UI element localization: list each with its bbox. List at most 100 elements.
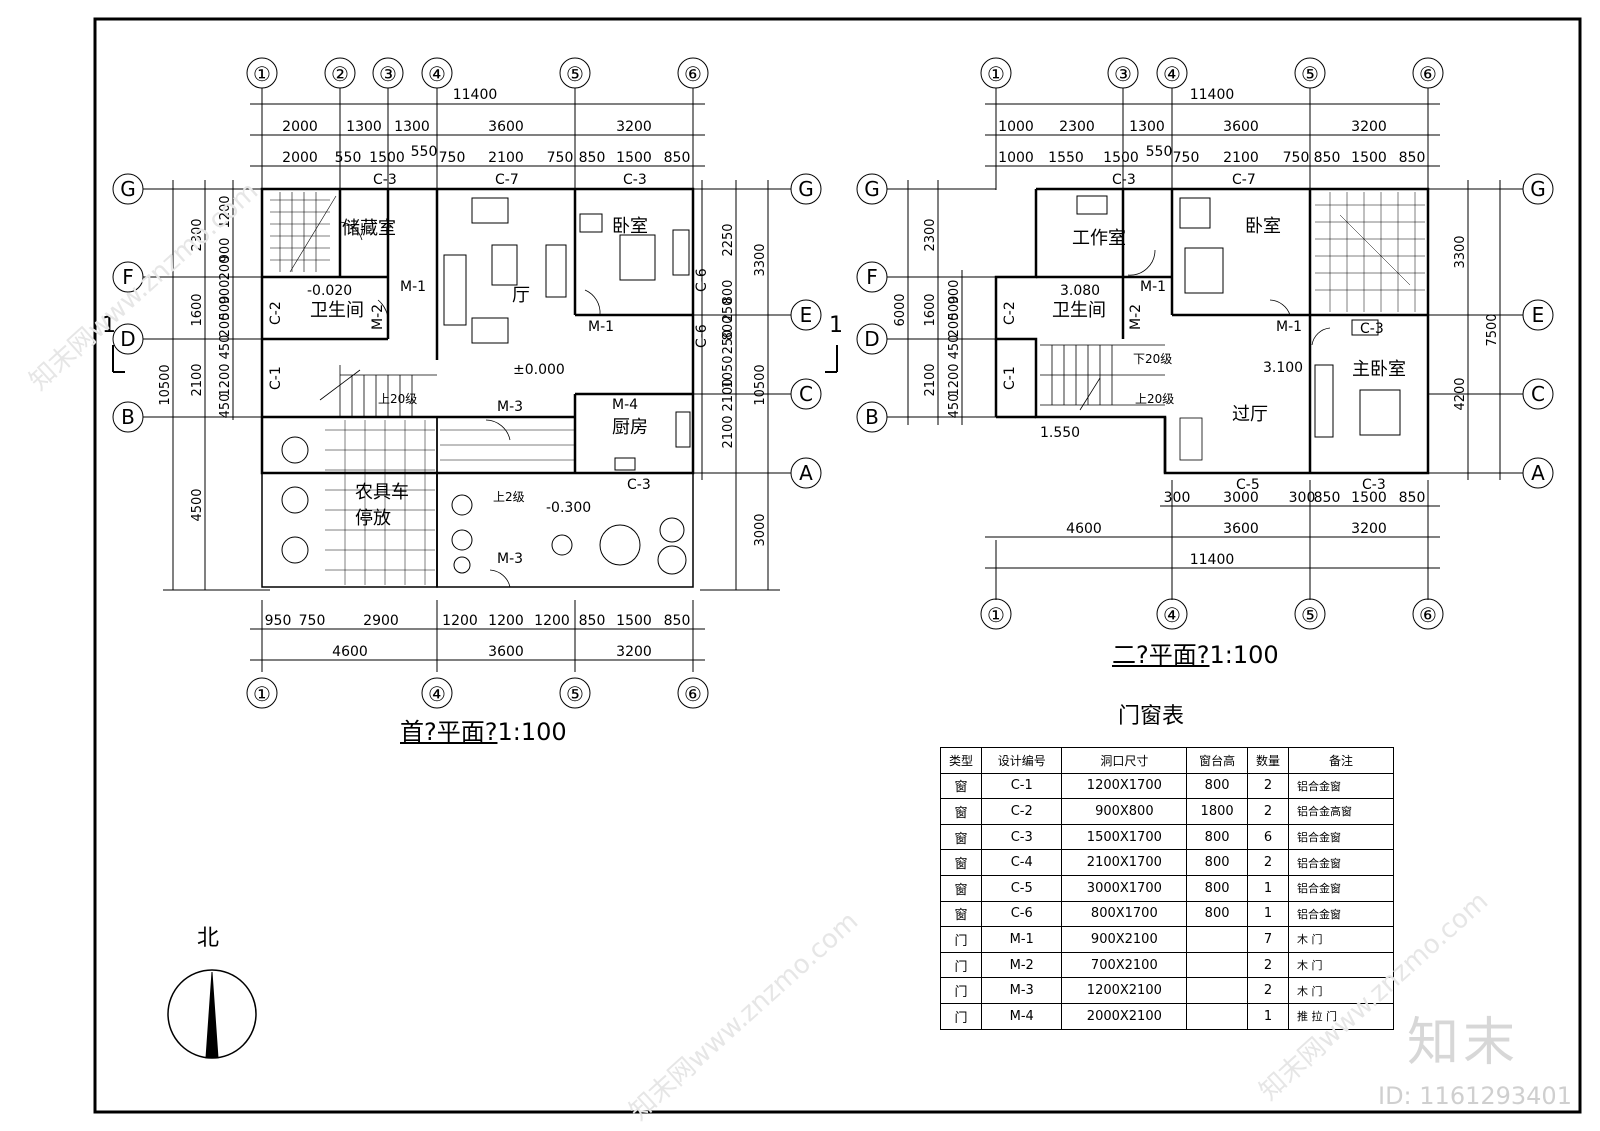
dim: 3300 — [753, 243, 768, 276]
table-cell: 窗 — [939, 823, 983, 851]
dim: 750 — [299, 613, 326, 629]
dim: 1500 — [1351, 490, 1387, 506]
dim: 950 — [265, 613, 292, 629]
axis-label: E — [1532, 303, 1545, 327]
dim: 2100 — [721, 378, 736, 411]
dim: 1200 — [218, 363, 233, 396]
dim: 1500 — [616, 150, 652, 166]
table-cell: 2 — [1246, 977, 1289, 1004]
dim: 800 — [721, 316, 736, 341]
dim: 1300 — [394, 119, 430, 135]
dim: 1500 — [369, 150, 405, 166]
table-cell: 1200X1700 — [1061, 772, 1188, 800]
stair-label: 下20级 — [1133, 352, 1172, 366]
dim: 450 — [947, 335, 962, 360]
dim: 2000 — [282, 150, 318, 166]
table-cell: 800 — [1186, 823, 1248, 851]
stair-label: 上2级 — [493, 490, 525, 504]
dim: 4600 — [332, 644, 368, 660]
watermark-id: ID: 1161293401 — [1378, 1082, 1572, 1110]
dim: 900 — [218, 280, 233, 305]
dim: 450 — [218, 394, 233, 419]
room-label: 主卧室 — [1352, 359, 1406, 380]
table-cell: M-4 — [981, 1002, 1063, 1030]
table-cell: 1800 — [1186, 798, 1248, 825]
table-cell: C-5 — [981, 874, 1063, 902]
watermark-logo: 知末 — [1407, 1013, 1520, 1073]
dim: 200 — [218, 256, 233, 281]
plan1-axis-top: ① ② ③ ④ ⑤ ⑥ — [246, 57, 709, 89]
table-cell: 1 — [1246, 874, 1289, 902]
dim: 1200 — [488, 613, 524, 629]
door-label: M-4 — [612, 397, 638, 413]
dim: 1050 — [721, 355, 736, 388]
table-cell: M-3 — [981, 977, 1063, 1004]
room-label: 工作室 — [1072, 228, 1126, 249]
dim: 3200 — [616, 119, 652, 135]
dim: 850 — [1399, 490, 1426, 506]
axis-label: ⑥ — [684, 682, 702, 706]
window-label: C-3 — [1112, 172, 1136, 188]
dim: 1300 — [1129, 119, 1165, 135]
plan1-title: 首?平面?1:100 — [400, 712, 567, 747]
window-label: C-3 — [1362, 477, 1386, 493]
window-label: C-6 — [694, 268, 710, 292]
ground-floor-plan: ① ② ③ ④ ⑤ ⑥ 11400 2000 1300 1300 3600 32… — [102, 57, 843, 709]
dim: 850 — [1399, 150, 1426, 166]
axis-label: ③ — [1114, 62, 1132, 86]
table-cell: 800X1700 — [1061, 900, 1188, 928]
axis-label: ⑥ — [1419, 62, 1437, 86]
table-cell: 2 — [1246, 772, 1289, 800]
room-label: 储藏室 — [342, 218, 396, 239]
table-cell: C-4 — [981, 849, 1063, 876]
table-cell: 铝合金窗 — [1287, 849, 1395, 876]
plan2-title: 二?平面?1:100 — [1112, 635, 1279, 670]
table-cell — [1186, 977, 1248, 1004]
col-header: 数量 — [1246, 747, 1289, 774]
table-cell: 2100X1700 — [1061, 849, 1188, 876]
table-cell: 铝合金窗 — [1287, 874, 1395, 902]
col-header: 窗台高 — [1186, 747, 1248, 774]
dim: 1500 — [1351, 150, 1387, 166]
level-label: ±0.000 — [513, 362, 565, 378]
dim: 200 — [218, 313, 233, 338]
axis-label: D — [864, 327, 879, 351]
room-label: 厅 — [512, 285, 530, 306]
table-cell: C-1 — [981, 772, 1063, 800]
axis-label: ④ — [1163, 603, 1181, 627]
col-header: 类型 — [939, 747, 983, 774]
dim: 2300 — [1059, 119, 1095, 135]
window-label: C-3 — [373, 172, 397, 188]
table-cell: 6 — [1246, 823, 1289, 851]
dim: 1300 — [346, 119, 382, 135]
dim: 4600 — [1066, 521, 1102, 537]
dim: 1200 — [947, 363, 962, 396]
axis-label: C — [1531, 382, 1545, 406]
table-cell: 900X2100 — [1061, 926, 1188, 953]
level-label: -0.020 — [307, 283, 352, 299]
table-cell: M-2 — [981, 951, 1063, 979]
level-label: -0.300 — [546, 500, 591, 516]
dim: 750 — [439, 150, 466, 166]
axis-label: ③ — [379, 62, 397, 86]
dim-total: 7500 — [1485, 313, 1500, 346]
table-cell: 门 — [939, 951, 983, 979]
dim: 1600 — [923, 293, 938, 326]
dim: 4200 — [1453, 377, 1468, 410]
axis-label: ④ — [1163, 62, 1181, 86]
dim: 4500 — [190, 488, 205, 521]
table-cell — [1186, 926, 1248, 953]
table-cell: 1200X2100 — [1061, 977, 1188, 1004]
table-cell: 1500X1700 — [1061, 823, 1188, 851]
table-cell: 7 — [1246, 926, 1289, 953]
door-label: M-2 — [370, 304, 386, 330]
axis-label: ⑥ — [1419, 603, 1437, 627]
dim: 2300 — [190, 218, 205, 251]
dim: 3000 — [753, 513, 768, 546]
table-cell: 3000X1700 — [1061, 874, 1188, 902]
dim: 1200 — [218, 195, 233, 228]
plan2-title-scale: 1:100 — [1209, 641, 1279, 669]
